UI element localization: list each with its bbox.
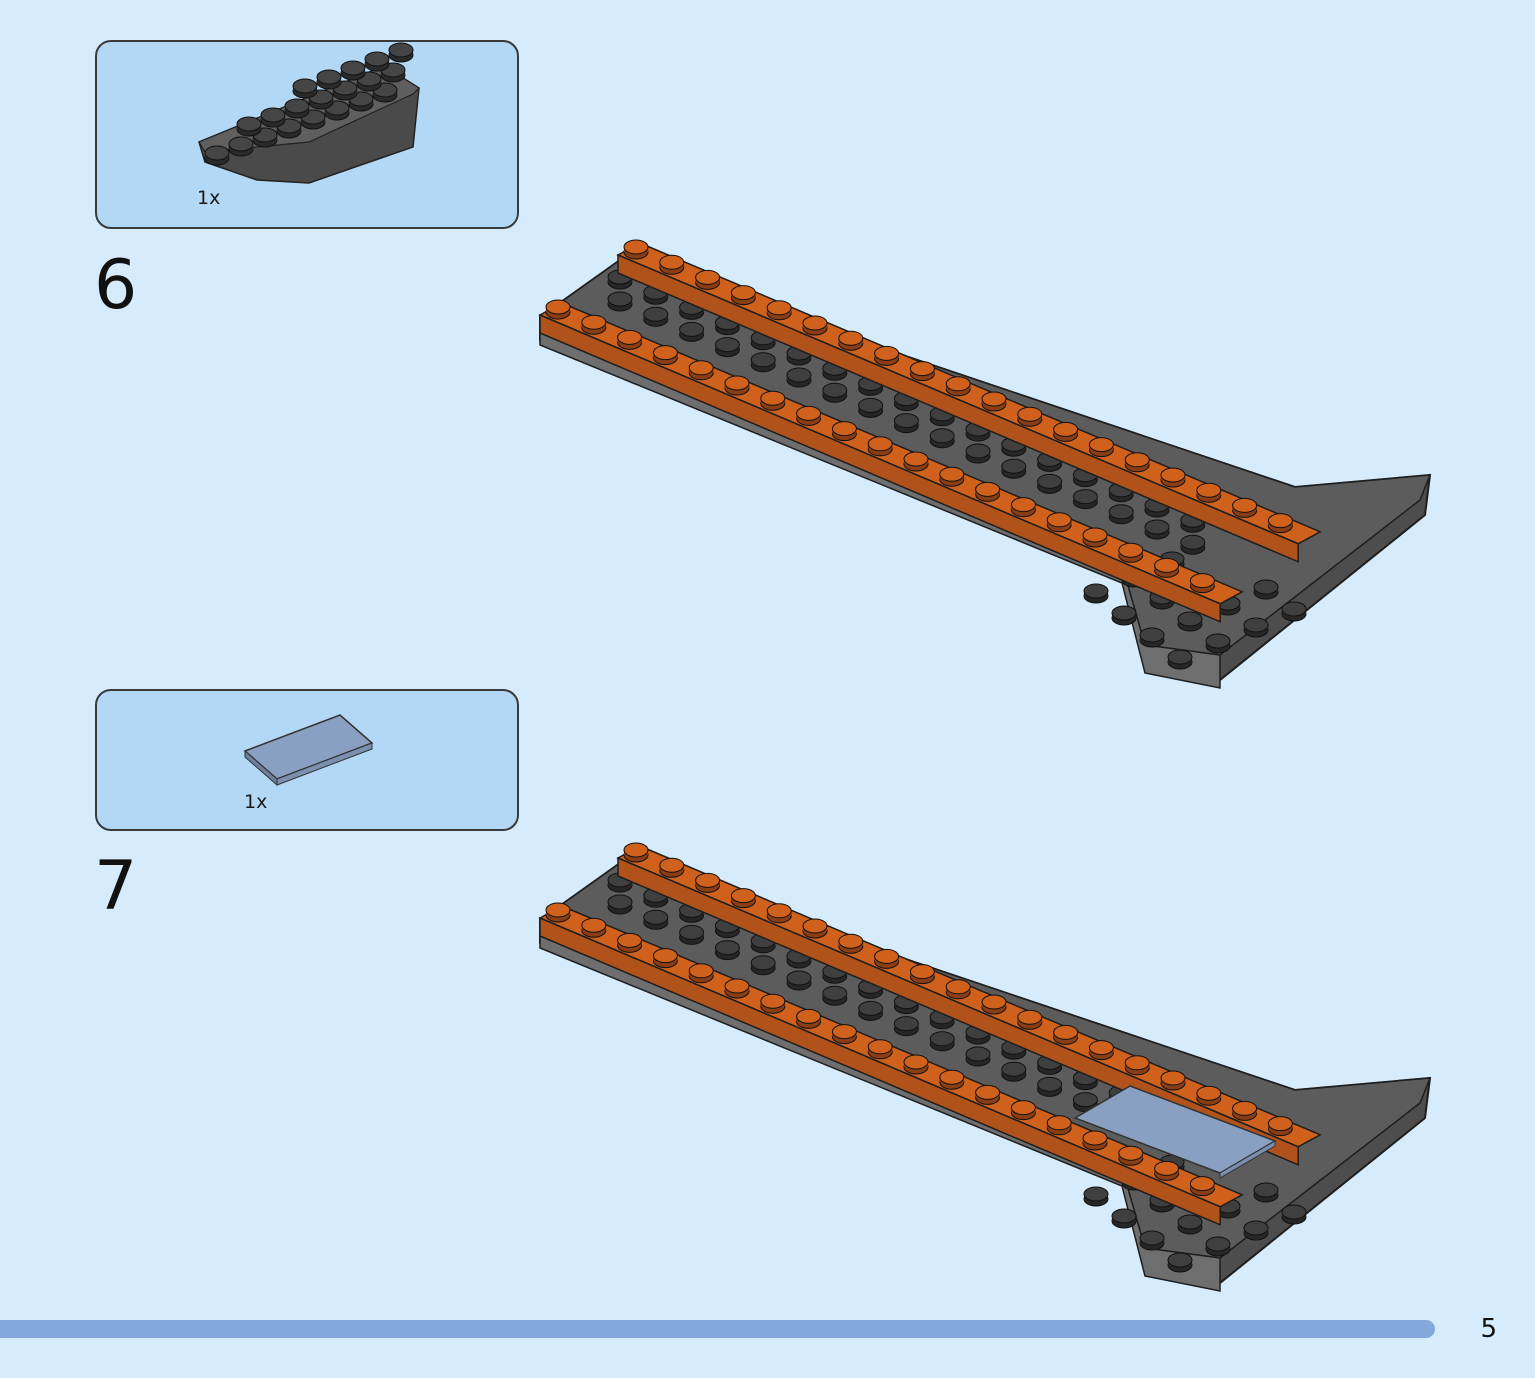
build-model-step-6 (538, 239, 1432, 689)
parts-callout-step-6: 1x (95, 40, 519, 229)
part-quantity: 1x (197, 187, 221, 209)
page-number: 5 (1480, 1314, 1497, 1344)
progress-bar (0, 1320, 1435, 1338)
step-number-6: 6 (94, 246, 138, 325)
tile-part-image (243, 714, 374, 787)
wedge-plate-part-image (198, 42, 420, 184)
build-model-step-7 (538, 842, 1432, 1292)
parts-callout-step-7: 1x (95, 689, 519, 831)
step-number-7: 7 (94, 847, 138, 926)
part-quantity: 1x (244, 791, 268, 813)
